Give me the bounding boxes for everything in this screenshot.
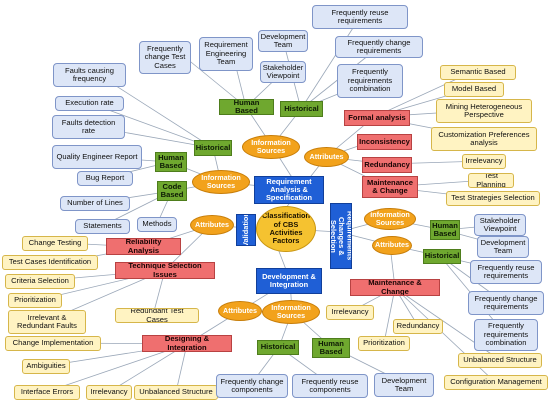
attributes-node: Attributes [372,236,412,255]
leaf-irrelevancy: Irrelevancy [86,385,132,400]
leaf-frequently-change-requirements: Frequently change requirements [335,36,423,58]
leaf-development-team: Development Team [477,236,529,258]
leaf-model-based: Model Based [444,82,504,97]
leaf-bug-report: Bug Report [77,171,133,186]
leaf-development-team: Development Team [374,373,434,397]
leaf-redundancy: Redundancy [393,319,443,334]
human-based-group: Human Based [155,152,187,172]
leaf-change-implementation: Change Implementation [5,336,101,351]
branch-development-integration: Development & Integration [256,268,322,294]
inconsistency-issue: Inconsistency [357,134,412,150]
leaf-change-testing: Change Testing [22,236,88,251]
maintenance-change-issue: Maintenance & Change [362,176,418,198]
human-based-group: Human Based [312,338,350,358]
information-sources-node: Information Sources [242,135,300,159]
leaf-frequently-reuse-requirements: Frequently reuse requirements [312,5,408,29]
leaf-mining-heterogeneous: Mining Heterogeneous Perspective [436,99,532,123]
attributes-node: Attributes [304,147,349,167]
branch-requirements-changes: Requirements Changes & Selection [330,203,352,269]
leaf-methods: Methods [137,217,177,232]
leaf-unbalanced-structure: Unbalanced Structure [134,385,218,400]
historical-group: Historical [423,249,461,264]
leaf-interface-errors: Interface Errors [14,385,80,400]
leaf-test-planning: Test Planning [468,173,514,188]
historical-group: Historical [194,140,232,156]
information-sources-node: Information Sources [262,300,320,324]
leaf-irrelevancy: Irrelevancy [462,154,506,169]
leaf-faults-causing-frequency: Faults causing frequency [53,63,126,87]
designing-integration-issue: Designing & Integration [142,335,232,352]
human-based-group: Human Based [219,99,274,115]
leaf-criteria-selection: Criteria Selection [5,274,75,289]
leaf-execution-rate: Execution rate [55,96,124,111]
leaf-ambiguities: Ambiguities [22,359,70,374]
attributes-node: Attributes [218,301,262,321]
center-node: Classification of CBS Activities Factors [256,206,316,252]
leaf-prioritization: Prioritization [358,336,410,351]
leaf-stakeholder-viewpoint: Stakeholder Viewpoint [260,61,306,83]
leaf-development-team: Development Team [258,30,308,52]
leaf-unbalanced-structure: Unbalanced Structure [458,353,542,368]
information-sources-node: Information Sources [192,170,250,194]
leaf-configuration-management: Configuration Management [444,375,548,390]
maintenance-change-issue: Maintenance & Change [350,279,440,296]
branch-requirement-analysis: Requirement Analysis & Specification [254,176,324,204]
leaf-frequently-change-components: Frequently change components [216,374,288,398]
leaf-prioritization: Prioritization [8,293,62,308]
formal-analysis-issue: Formal analysis [344,110,410,126]
historical-group: Historical [257,340,299,355]
leaf-test-strategies-selection: Test Strategies Selection [446,191,540,206]
leaf-irrelevant-redundant-faults: Irrelevant & Redundant Faults [8,310,86,334]
redundancy-issue: Redundancy [362,157,412,173]
leaf-statements: Statements [75,219,130,234]
leaf-irrelevancy: Irrelevancy [326,305,374,320]
leaf-redundant-test-cases: Redundant Test Cases [115,308,199,323]
historical-group: Historical [280,101,323,117]
leaf-frequently-reuse-requirements: Frequently reuse requirements [470,260,542,284]
leaf-frequently-requirements-combination: Frequently requirements combination [474,319,538,351]
leaf-frequently-change-test-cases: Frequently change Test Cases [139,41,191,74]
information-sources-node: Information Sources [364,208,416,230]
leaf-number-of-lines: Number of Lines [60,196,130,211]
code-based-group: Code Based [157,181,187,201]
attributes-node: Attributes [190,215,234,235]
leaf-requirement-engineering-team: Requirement Engineering Team [199,37,253,71]
leaf-faults-detection-rate: Faults detection rate [52,115,125,139]
leaf-frequently-reuse-components: Frequently reuse components [292,374,368,398]
reliability-analysis-issue: Reliability Analysis [106,238,181,255]
leaf-semantic-based: Semantic Based [440,65,516,80]
technique-selection-issue: Technique Selection Issues [115,262,215,279]
human-based-group: Human Based [430,220,460,240]
leaf-frequently-requirements-combination: Frequently requirements combination [337,64,403,98]
leaf-quality-engineer-report: Quality Engineer Report [52,145,142,169]
branch-validation: Validation [236,214,256,246]
leaf-frequently-change-requirements: Frequently change requirements [468,291,544,315]
leaf-test-cases-identification: Test Cases Identification [2,255,98,270]
leaf-stakeholder-viewpoint: Stakeholder Viewpoint [474,214,526,236]
leaf-customization-preferences: Customization Preferences analysis [431,127,537,151]
